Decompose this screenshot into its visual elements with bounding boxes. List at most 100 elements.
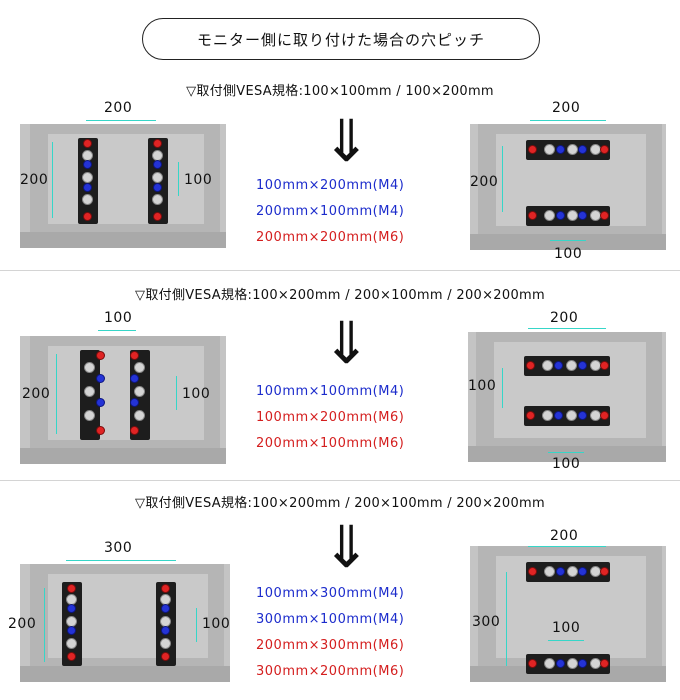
- m4-hole-icon: [161, 626, 170, 635]
- dimension-label: 200: [8, 616, 37, 632]
- section-2-right-monitor-image: [468, 332, 666, 462]
- spec-line: 100mm×300mm(M4): [256, 586, 405, 601]
- m4-hole-icon: [578, 145, 587, 154]
- dimension-line: [550, 240, 586, 241]
- spec-line: 300mm×100mm(M4): [256, 612, 405, 627]
- dimension-label: 200: [550, 310, 579, 326]
- dimension-label: 200: [20, 172, 49, 188]
- m6-hole-icon: [528, 659, 537, 668]
- dimension-label: 100: [184, 172, 213, 188]
- dimension-label: 300: [472, 614, 501, 630]
- m6-hole-icon: [130, 426, 139, 435]
- dimension-line: [506, 572, 507, 666]
- m4-hole-icon: [578, 411, 587, 420]
- m6-hole-icon: [600, 659, 609, 668]
- dimension-line: [56, 354, 57, 434]
- m6-hole-icon: [83, 139, 92, 148]
- spec-line: 100mm×200mm(M4): [256, 178, 405, 193]
- m6-hole-icon: [153, 212, 162, 221]
- dimension-label: 200: [550, 528, 579, 544]
- m6-hole-icon: [67, 652, 76, 661]
- m4-hole-icon: [130, 374, 139, 383]
- dimension-line: [98, 330, 136, 331]
- dimension-line: [178, 162, 179, 196]
- m6-hole-icon: [600, 361, 609, 370]
- section-3-label: ▽取付側VESA規格:100×200mm / 200×100mm / 200×2…: [135, 496, 545, 511]
- dimension-label: 100: [104, 310, 133, 326]
- dimension-label: 200: [470, 174, 499, 190]
- m6-hole-icon: [528, 145, 537, 154]
- m6-hole-icon: [526, 411, 535, 420]
- m4-hole-icon: [67, 626, 76, 635]
- spec-line: 200mm×100mm(M6): [256, 436, 405, 451]
- page-title-text: モニター側に取り付けた場合の穴ピッチ: [196, 30, 485, 49]
- m4-hole-icon: [556, 659, 565, 668]
- m6-hole-icon: [600, 211, 609, 220]
- m6-hole-icon: [67, 584, 76, 593]
- section-divider: [0, 480, 680, 481]
- m4-hole-icon: [130, 398, 139, 407]
- dimension-line: [530, 120, 606, 121]
- m4-hole-icon: [67, 604, 76, 613]
- dimension-line: [502, 368, 503, 408]
- dimension-line: [66, 560, 176, 561]
- dimension-label: 100: [552, 620, 581, 636]
- down-arrow-icon: ⇓: [322, 513, 371, 581]
- m4-hole-icon: [96, 398, 105, 407]
- m6-hole-icon: [600, 567, 609, 576]
- dimension-line: [502, 146, 503, 212]
- spec-line: 200mm×200mm(M6): [256, 230, 405, 245]
- section-divider: [0, 270, 680, 271]
- dimension-label: 100: [468, 378, 497, 394]
- m4-hole-icon: [554, 361, 563, 370]
- dimension-label: 100: [554, 246, 583, 262]
- dimension-label: 200: [22, 386, 51, 402]
- spec-line: 100mm×200mm(M6): [256, 410, 405, 425]
- dimension-line: [528, 546, 606, 547]
- m6-hole-icon: [96, 426, 105, 435]
- m4-hole-icon: [153, 160, 162, 169]
- section-3-left-monitor-image: [20, 564, 230, 682]
- section-1-left-monitor-image: [20, 124, 226, 248]
- spec-line: 100mm×100mm(M4): [256, 384, 405, 399]
- m6-hole-icon: [153, 139, 162, 148]
- m4-hole-icon: [83, 160, 92, 169]
- dimension-line: [548, 640, 584, 641]
- section-1-label: ▽取付側VESA規格:100×100mm / 100×200mm: [186, 84, 494, 99]
- m6-hole-icon: [161, 584, 170, 593]
- m4-hole-icon: [578, 361, 587, 370]
- m6-hole-icon: [528, 567, 537, 576]
- m6-hole-icon: [526, 361, 535, 370]
- m4-hole-icon: [153, 183, 162, 192]
- m6-hole-icon: [96, 351, 105, 360]
- dimension-label: 200: [104, 100, 133, 116]
- m4-hole-icon: [161, 604, 170, 613]
- m4-hole-icon: [83, 183, 92, 192]
- section-1-right-monitor-image: [470, 124, 666, 250]
- section-2-left-monitor-image: [20, 336, 226, 464]
- dimension-label: 100: [552, 456, 581, 472]
- m6-hole-icon: [600, 411, 609, 420]
- m4-hole-icon: [578, 567, 587, 576]
- section-3-right-monitor-image: [470, 546, 666, 682]
- dimension-label: 100: [182, 386, 211, 402]
- m6-hole-icon: [600, 145, 609, 154]
- dimension-label: 100: [202, 616, 231, 632]
- down-arrow-icon: ⇓: [322, 309, 371, 377]
- m4-hole-icon: [96, 374, 105, 383]
- m4-hole-icon: [556, 211, 565, 220]
- m4-hole-icon: [578, 211, 587, 220]
- m6-hole-icon: [528, 211, 537, 220]
- m4-hole-icon: [578, 659, 587, 668]
- dimension-line: [196, 608, 197, 642]
- m6-hole-icon: [161, 652, 170, 661]
- dimension-line: [52, 142, 53, 218]
- spec-line: 200mm×300mm(M6): [256, 638, 405, 653]
- dimension-line: [44, 588, 45, 662]
- spec-line: 300mm×200mm(M6): [256, 664, 405, 679]
- dimension-label: 200: [552, 100, 581, 116]
- dimension-line: [548, 452, 584, 453]
- m4-hole-icon: [556, 145, 565, 154]
- m6-hole-icon: [83, 212, 92, 221]
- dimension-label: 300: [104, 540, 133, 556]
